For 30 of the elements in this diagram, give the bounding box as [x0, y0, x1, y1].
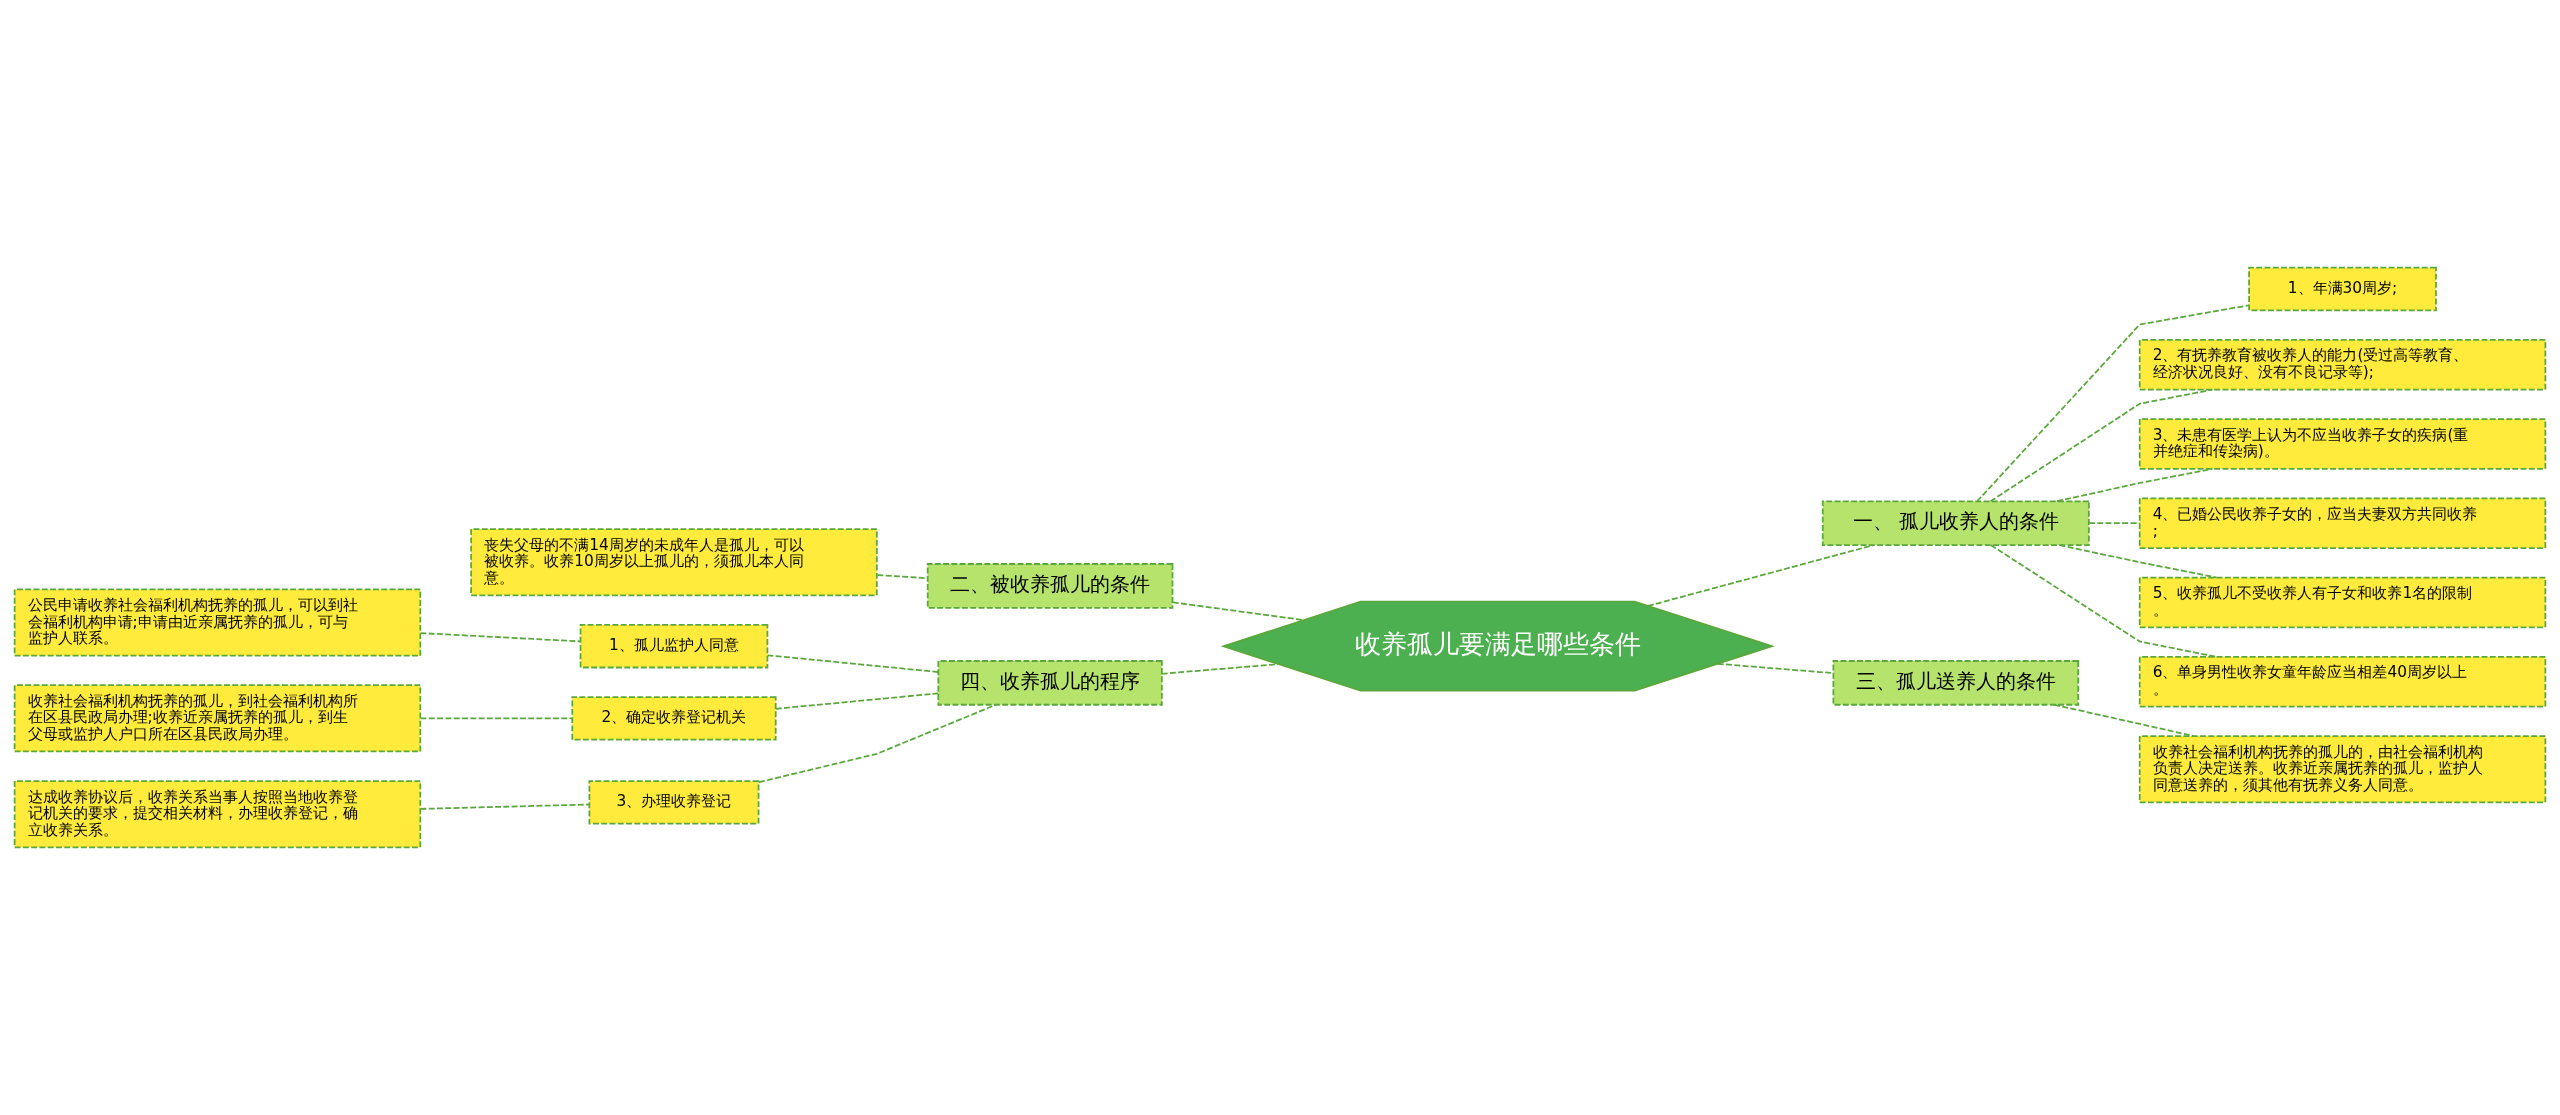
- connector: [2053, 703, 2195, 737]
- connector: [1647, 544, 1875, 607]
- connector: [1161, 663, 1280, 675]
- node-box: 三、孤儿送养人的条件: [1832, 660, 2080, 706]
- node-box: 收养社会福利机构抚养的孤儿，到社会福利机构所在区县民政局办理;收养近亲属抚养的孤儿，到生父母或监护人户口所在区县民政局办理。: [13, 684, 422, 753]
- node-box: 四、收养孤儿的程序: [937, 660, 1163, 706]
- node-box: 一、 孤儿收养人的条件: [1821, 500, 2090, 546]
- node-box: 3、办理收养登记: [588, 780, 760, 825]
- node-box: 4、已婚公民收养子女的，应当夫妻双方共同收养;: [2138, 497, 2547, 549]
- node-box: 丧失父母的不满14周岁的未成年人是孤儿，可以被收养。收养10周岁以上孤儿的，须孤儿本人同意。: [470, 528, 878, 597]
- node-box: 公民申请收养社会福利机构抚养的孤儿，可以到社会福利机构申请;申请由近亲属抚养的孤儿，可与监护人联系。: [13, 588, 422, 657]
- connector: [419, 717, 573, 720]
- node-box: 1、孤儿监护人同意: [579, 624, 769, 669]
- connector: [419, 803, 591, 810]
- connector: [419, 632, 581, 643]
- node-box: 2、有抚养教育被收养人的能力(受过高等教育、经济状况良好、没有不良记录等);: [2138, 339, 2547, 391]
- connector: [1172, 601, 1305, 621]
- node-box: 6、单身男性收养女童年龄应当相差40周岁以上。: [2138, 655, 2547, 708]
- connector: [758, 704, 997, 784]
- connector: [1976, 304, 2250, 503]
- node-box: 2、确定收养登记机关: [571, 696, 777, 741]
- node-box: 5、收养孤儿不受收养人有子女和收养1名的限制。: [2138, 576, 2547, 629]
- node-box: 3、未患有医学上认为不应当收养子女的疾病(重并绝症和传染病)。: [2138, 418, 2547, 470]
- node-box: 1、年满30周岁;: [2248, 266, 2437, 312]
- node-box: 收养社会福利机构抚养的孤儿的，由社会福利机构负责人决定送养。收养近亲属抚养的孤儿，监护人同意送养的，须其他有抚养义务人同意。: [2138, 735, 2547, 804]
- node-box: 达成收养协议后，收养关系当事人按照当地收养登记机关的要求，提交相关材料，办理收养登记，确立收养关系。: [13, 780, 422, 849]
- connector: [766, 654, 940, 673]
- node-box: 二、被收养孤儿的条件: [926, 563, 1174, 609]
- connector: [1716, 662, 1834, 674]
- connector: [774, 692, 940, 710]
